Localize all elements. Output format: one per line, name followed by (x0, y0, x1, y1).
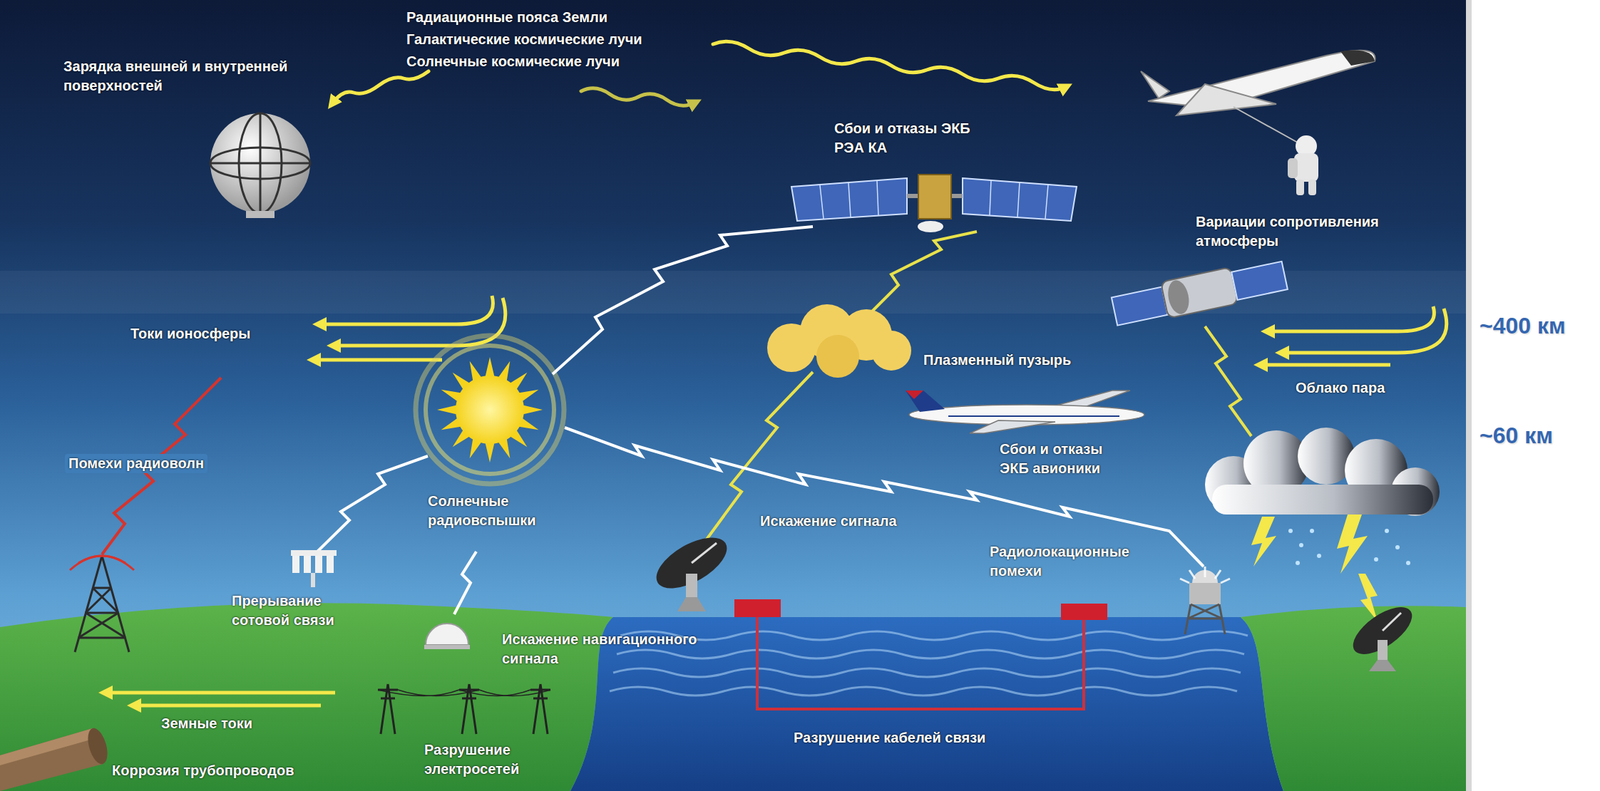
effect-label: Облако пара (1295, 378, 1385, 398)
signal-zigzags (101, 226, 1252, 615)
altitude-label: ~60 км (1479, 420, 1553, 452)
effect-label: Сбои и отказы ЭКБ РЭА КА (834, 119, 999, 158)
earth-surface (0, 603, 1466, 791)
sky-background (0, 0, 1466, 791)
effect-label: Прерывание сотовой связи (231, 591, 353, 631)
altitude-label: ~400 км (1479, 310, 1566, 342)
effect-label: Сбои и отказы ЭКБ авионики (999, 439, 1136, 479)
effect-label: Разрушение электросетей (424, 740, 539, 780)
storm-cloud (1204, 427, 1440, 622)
right-dish (1345, 598, 1420, 672)
astronaut (1287, 135, 1319, 196)
effect-label: Коррозия трубопроводов (111, 761, 294, 781)
airplane (905, 390, 1145, 434)
effect-label: Зарядка внешней и внутренней поверхносте… (63, 57, 299, 96)
effect-label: Искажение навигационного сигнала (501, 630, 699, 669)
effect-label: Вариации сопротивления атмосферы (1195, 212, 1410, 251)
effect-label: Радиолокационные помехи (989, 542, 1161, 582)
earth-currents (105, 693, 336, 706)
sphere-satellite (210, 113, 311, 219)
effect-label: Помехи радиоволн (64, 454, 208, 474)
effect-label: Солнечные космические лучи (406, 52, 620, 72)
space-shuttle (1140, 50, 1376, 143)
navigation-dome (424, 623, 470, 650)
effect-label: Токи ионосферы (130, 324, 251, 344)
effect-label: Плазменный пузырь (923, 350, 1071, 371)
sun (415, 335, 564, 485)
radiation-rays (332, 41, 1066, 106)
effect-label: Галактические космические лучи (406, 29, 643, 50)
ocean-waves (609, 631, 1248, 696)
effect-label: Искажение сигнала (760, 511, 897, 532)
effect-label: Разрушение кабелей связи (793, 728, 986, 748)
radio-tower (69, 556, 135, 653)
pipeline (0, 726, 112, 791)
effect-label: Радиационные пояса Земли (406, 7, 608, 28)
drag-satellite (1110, 256, 1288, 330)
satellite (791, 174, 1077, 233)
effect-label: Земные токи (161, 714, 253, 734)
effect-label: Солнечные радиовспышки (427, 491, 571, 531)
power-lines (377, 684, 551, 735)
radar-tower (1180, 566, 1230, 635)
undersea-cable (734, 599, 1108, 710)
left-dish (648, 527, 735, 612)
plasma-bubble (767, 304, 912, 378)
panel-shadow (1465, 0, 1472, 791)
cell-tower (290, 550, 337, 588)
